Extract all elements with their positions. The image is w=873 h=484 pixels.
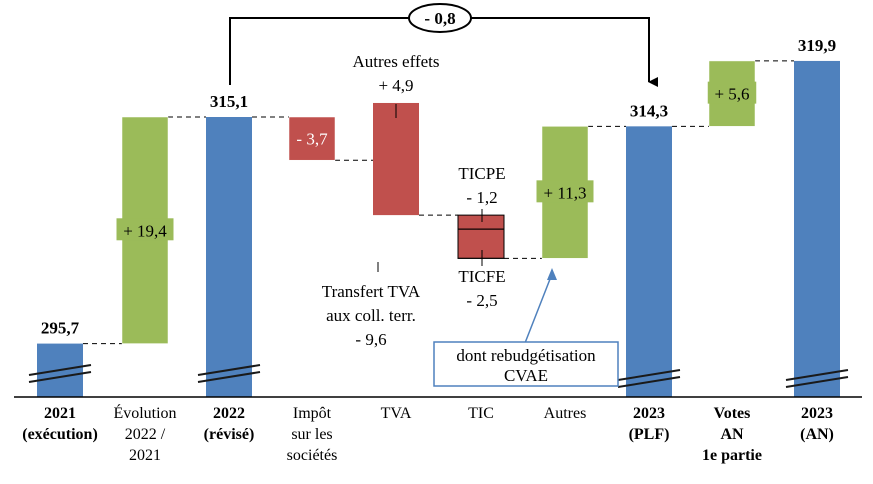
value-label-0: 295,7: [41, 319, 80, 338]
ticpe-value: - 1,2: [466, 188, 497, 207]
difference-value: - 0,8: [424, 9, 455, 28]
value-label-9: 319,9: [798, 36, 836, 55]
value-label-8: + 5,6: [714, 85, 749, 104]
x-label-2-1: (révisé): [204, 426, 255, 443]
x-label-2-0: 2022: [213, 405, 245, 422]
value-label-7: 314,3: [630, 101, 668, 120]
bar-5-segment-1: [457, 228, 505, 259]
tic-outline: [457, 214, 505, 259]
bar-4-segment-1: [373, 102, 419, 216]
ticfe-label: TICFE: [458, 267, 505, 286]
bar-7: [626, 126, 672, 398]
axis-break-0-1: [28, 371, 92, 383]
x-label-6-0: Autres: [544, 405, 587, 422]
callout-line-2: CVAE: [504, 366, 548, 385]
x-label-4-0: TVA: [381, 405, 412, 422]
axis-break-9-1: [785, 376, 849, 388]
autres-effets-value: + 4,9: [378, 76, 413, 95]
x-label-8-0: Votes: [714, 405, 751, 422]
value-label-3: - 3,7: [296, 130, 328, 149]
x-label-3-2: sociétés: [287, 447, 338, 464]
x-label-0-1: (exécution): [22, 426, 98, 443]
axis-break-9-0: [785, 369, 849, 381]
callout-line-1: dont rebudgétisation: [456, 346, 596, 365]
x-label-9-1: (AN): [800, 426, 834, 443]
x-label-1-2: 2021: [129, 447, 161, 464]
value-bg-6: [536, 180, 594, 203]
callout-rebudgetisation: dont rebudgétisation CVAE: [433, 268, 619, 387]
x-label-1-0: Évolution: [113, 403, 176, 422]
value-label-6: + 11,3: [544, 183, 587, 202]
x-label-8-2: 1e partie: [702, 447, 762, 464]
connector-lines: [83, 60, 794, 345]
x-label-8-1: AN: [720, 426, 744, 443]
difference-oval: [408, 3, 472, 33]
callout-arrow-head: [547, 268, 557, 280]
axis-break-2-0: [197, 364, 261, 376]
x-label-1-1: 2022 /: [125, 426, 166, 443]
value-label-1: + 19,4: [123, 221, 167, 240]
x-label-3-0: Impôt: [293, 405, 332, 422]
callout-box: [433, 341, 619, 387]
value-label-2: 315,1: [210, 92, 248, 111]
ticfe-value: - 2,5: [466, 291, 497, 310]
x-label-0-0: 2021: [44, 405, 76, 422]
autres-effets-label: Autres effets: [352, 52, 439, 71]
labels-group: 295,7 + 19,4 315,1 - 3,7 + 11,3 314,3 + 5,6 319…: [41, 36, 836, 338]
axis-break-2-1: [197, 371, 261, 383]
x-axis-labels: 2021 (exécution) Évolution 2022 / 2021 2022 (r…: [22, 403, 834, 464]
callout-arrow: [524, 273, 553, 344]
x-label-9-0: 2023: [801, 405, 833, 422]
value-bg-8: [707, 81, 757, 104]
ticpe-label: TICPE: [458, 164, 505, 183]
bar-9: [794, 60, 840, 397]
axis-break-7-0: [617, 369, 681, 381]
transfert-tva-label-1: Transfert TVA: [322, 282, 421, 301]
transfert-tva-label-2: aux coll. terr.: [326, 306, 416, 325]
x-label-7-1: (PLF): [629, 426, 670, 443]
x-label-7-0: 2023: [633, 405, 665, 422]
bar-5-segment-0: [458, 215, 504, 230]
bar-2: [206, 117, 252, 397]
axis-break-7-1: [617, 376, 681, 388]
axis-break-0-0: [28, 364, 92, 376]
difference-bracket: - 0,8: [229, 3, 658, 87]
x-label-5-0: TIC: [468, 405, 494, 422]
transfert-tva-value: - 9,6: [355, 330, 386, 349]
x-label-3-1: sur les: [291, 426, 332, 443]
value-bg-1: [116, 218, 174, 241]
bar-3: [288, 116, 336, 161]
